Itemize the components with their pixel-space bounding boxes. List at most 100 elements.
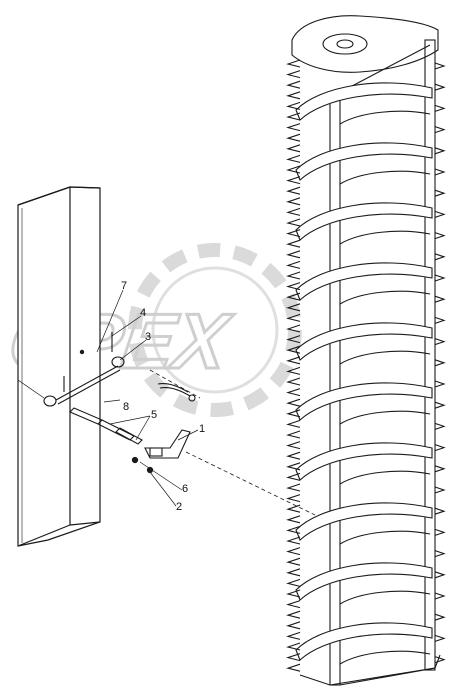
auger-tooth [434,444,446,452]
auger-tooth [286,472,301,481]
auger-tooth [286,557,301,566]
auger-tooth [434,189,446,197]
auger-flight [295,322,433,361]
auger-flight-edge [339,530,431,545]
auger-tooth [286,494,301,503]
auger-tooth [434,274,446,282]
auger-tooth [434,401,446,409]
auger-tooth [286,70,301,79]
auger-tooth [286,91,301,100]
washer-part-3 [111,356,125,368]
auger-tooth [286,578,301,587]
auger-tooth [286,80,301,89]
auger-flight [295,82,433,121]
auger-tooth [286,112,301,121]
auger-flight [295,382,433,421]
auger-flight-edge [339,590,431,605]
auger-tooth [434,316,446,324]
auger-tooth [434,104,446,112]
auger-flights [295,82,433,665]
auger-flight [295,442,433,481]
auger-tooth [286,419,301,428]
auger-flight [295,562,433,601]
auger-tooth [286,547,301,556]
auger-tooth [286,388,301,397]
auger-tooth [286,197,301,206]
parts [17,332,196,474]
callout-7: 7 [121,280,127,292]
auger-tooth [286,663,301,672]
assembly-lines [149,369,316,516]
auger-tooth [286,525,301,534]
auger-tooth [286,133,301,142]
auger-tooth [286,292,301,301]
auger-tooth [286,282,301,291]
auger-tooth [434,613,446,621]
auger-tooth [286,218,301,227]
auger-flight [295,262,433,301]
auger-tooth [286,631,301,640]
auger-tooth [286,345,301,354]
auger-tooth [434,634,446,642]
auger-tooth [286,303,301,312]
auger-tooth [434,83,446,91]
auger-tooth [286,462,301,471]
auger-top-housing [291,15,439,73]
auger-tooth [286,653,301,662]
auger-tooth [434,486,446,494]
callout-labels: 7 4 3 8 5 1 6 2 [121,280,205,513]
auger-tooth [286,483,301,492]
auger-tooth [286,59,301,68]
auger-tooth [286,250,301,259]
callout-4: 4 [140,307,146,319]
auger-tooth [286,568,301,577]
auger-top-hub [322,33,368,55]
auger-tooth [286,409,301,418]
watermark-gear-icon [128,243,302,417]
auger-tooth [286,398,301,407]
auger-tooth [434,528,446,536]
auger-tooth [286,515,301,524]
auger-tooth [286,600,301,609]
auger-tooth [434,147,446,155]
auger-tooth [434,380,446,388]
auger-tooth [434,571,446,579]
auger-tooth [434,62,446,70]
auger-tooth [286,621,301,630]
rod-part-8 [17,365,121,407]
auger-flight [295,142,433,181]
auger-tooth [286,123,301,132]
auger-tooth [286,239,301,248]
auger-flight-edge [339,650,431,665]
auger-flight [295,202,433,241]
auger-column [286,15,446,686]
auger-tooth [286,154,301,163]
auger-tooth [286,441,301,450]
auger-tooth [286,324,301,333]
auger-tooth [434,338,446,346]
auger-tooth [434,550,446,558]
auger-tooth [286,366,301,375]
side-panel [17,186,101,547]
auger-tooth [434,168,446,176]
auger-tooth [286,504,301,513]
callout-5: 5 [151,409,157,421]
auger-tooth [434,422,446,430]
auger-teeth [286,59,446,672]
callout-3: 3 [145,331,151,343]
auger-tooth [434,295,446,303]
auger-tooth [286,451,301,460]
auger-tooth [434,232,446,240]
bolt-part-2 [131,456,154,474]
auger-tooth [286,101,301,110]
auger-tooth [286,176,301,185]
hose-part [157,382,196,402]
auger-tooth [286,229,301,238]
callout-2: 2 [176,501,182,513]
auger-tooth [434,592,446,600]
auger-tooth [434,210,446,218]
auger-tooth [286,144,301,153]
auger-flight [295,502,433,541]
auger-tooth [286,271,301,280]
